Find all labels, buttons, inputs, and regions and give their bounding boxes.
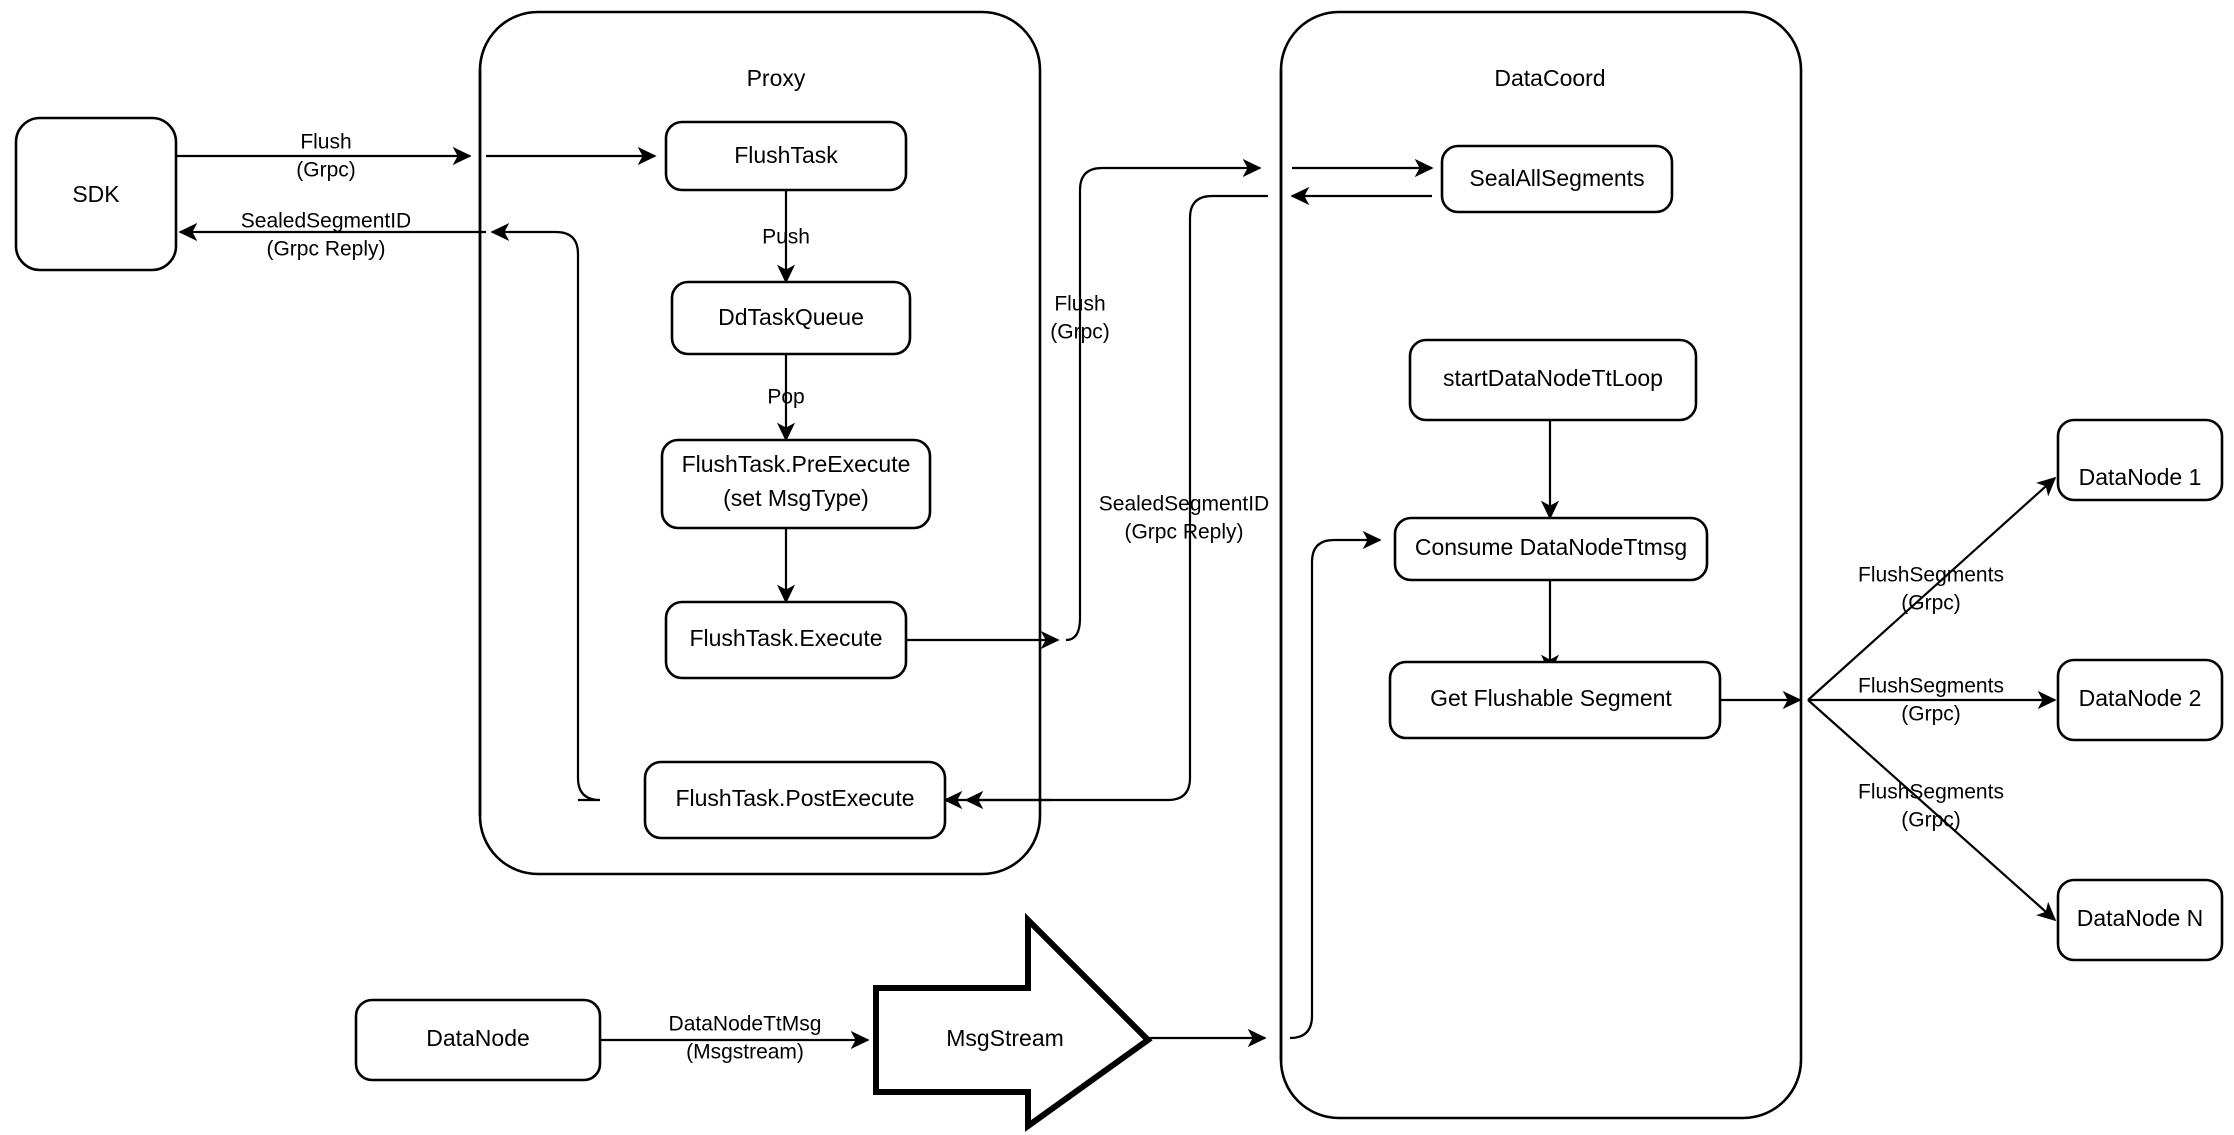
edge-sealedsegmentid-rail-to-postexecute bbox=[964, 194, 1268, 810]
edge-label-sealedsegmentid2-line2: (Grpc Reply) bbox=[1124, 521, 1243, 544]
edge-label-flushsegmentsn-line1: FlushSegments bbox=[1858, 781, 2004, 804]
edge-postexecute-to-sdk bbox=[490, 222, 601, 802]
node-datanode-n-label: DataNode N bbox=[2077, 905, 2204, 931]
edge-label-flushsegments2-line2: (Grpc) bbox=[1901, 703, 1961, 726]
node-datanode-n[interactable] bbox=[2056, 878, 2224, 962]
node-datanode-2[interactable] bbox=[2056, 658, 2224, 742]
node-startdatanodettloop-label: startDataNodeTtLoop bbox=[1443, 365, 1663, 391]
node-flushtask-postexecute-label: FlushTask.PostExecute bbox=[675, 785, 914, 811]
node-msgstream[interactable] bbox=[873, 912, 1153, 1132]
edge-label-pop: Pop bbox=[767, 386, 804, 409]
node-datanode-1-label: DataNode 1 bbox=[2079, 464, 2202, 490]
edge-label-flushsegments1-line2: (Grpc) bbox=[1901, 592, 1961, 615]
edge-label-flushsegments2-line1: FlushSegments bbox=[1858, 675, 2004, 698]
node-flushtask-execute[interactable] bbox=[664, 600, 908, 680]
node-consume-datanodettmsg-label: Consume DataNodeTtmsg bbox=[1415, 534, 1687, 560]
edge-label-flush-grpc-line1: Flush bbox=[300, 131, 351, 154]
node-sdk-label: SDK bbox=[72, 181, 120, 207]
node-ddtaskqueue[interactable] bbox=[670, 280, 912, 356]
node-sdk[interactable] bbox=[14, 116, 178, 272]
node-sealallsegments[interactable] bbox=[1440, 144, 1674, 214]
edge-label-sealedsegmentid2-line1: SealedSegmentID bbox=[1099, 493, 1269, 516]
node-sealallsegments-label: SealAllSegments bbox=[1469, 165, 1644, 191]
edge-label-sealedsegmentid-line1: SealedSegmentID bbox=[241, 210, 411, 233]
edge-label-flushsegmentsn-line2: (Grpc) bbox=[1901, 809, 1961, 832]
edge-hub-to-datanode1 bbox=[1807, 476, 2057, 701]
edge-label-datanodettmsg-line2: (Msgstream) bbox=[686, 1041, 804, 1064]
node-flushtask-preexecute-label-line1: FlushTask.PreExecute bbox=[682, 451, 911, 477]
node-get-flushable-segment-label: Get Flushable Segment bbox=[1430, 685, 1672, 711]
node-flushtask-preexecute[interactable] bbox=[660, 438, 932, 530]
edge-hub-to-datanoden bbox=[1807, 699, 2057, 922]
edge-label-push: Push bbox=[762, 226, 810, 249]
node-msgstream-label: MsgStream bbox=[946, 1025, 1064, 1051]
edge-label-flush-grpc2-line1: Flush bbox=[1054, 293, 1105, 316]
edge-label-flush-grpc2-line2: (Grpc) bbox=[1050, 321, 1110, 344]
edge-label-flush-grpc-line2: (Grpc) bbox=[296, 159, 356, 182]
node-consume-datanodettmsg[interactable] bbox=[1393, 516, 1709, 582]
node-datanode-2-label: DataNode 2 bbox=[2079, 685, 2202, 711]
edge-datacoord-rail-to-consume bbox=[1289, 530, 1382, 1040]
edge-flush-rail-to-datacoord bbox=[1065, 158, 1262, 642]
node-ddtaskqueue-label: DdTaskQueue bbox=[718, 304, 864, 330]
node-datanode-bottom[interactable] bbox=[354, 998, 602, 1082]
node-flushtask-execute-label: FlushTask.Execute bbox=[689, 625, 882, 651]
node-datanode-bottom-label: DataNode bbox=[426, 1025, 530, 1051]
node-get-flushable-segment[interactable] bbox=[1388, 660, 1722, 740]
node-flushtask-postexecute[interactable] bbox=[643, 760, 947, 840]
node-flushtask[interactable] bbox=[664, 120, 908, 192]
edge-label-flushsegments1-line1: FlushSegments bbox=[1858, 564, 2004, 587]
node-flushtask-preexecute-label-line2: (set MsgType) bbox=[723, 485, 869, 511]
node-startdatanodettloop[interactable] bbox=[1408, 338, 1698, 422]
edge-label-sealedsegmentid-line2: (Grpc Reply) bbox=[266, 238, 385, 261]
group-proxy-label: Proxy bbox=[747, 65, 806, 91]
node-datanode-1[interactable] bbox=[2056, 418, 2224, 502]
node-flushtask-label: FlushTask bbox=[734, 142, 838, 168]
group-datacoord-label: DataCoord bbox=[1494, 65, 1605, 91]
edge-label-datanodettmsg-line1: DataNodeTtMsg bbox=[669, 1013, 822, 1036]
